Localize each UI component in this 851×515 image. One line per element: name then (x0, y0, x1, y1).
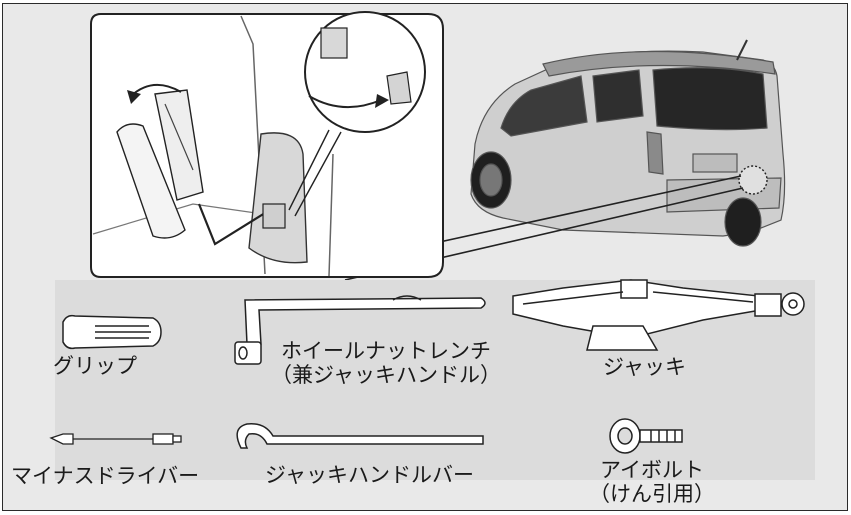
label-wheel-nut-wrench: ホイールナットレンチ （兼ジャッキハンドル） (271, 339, 501, 387)
label-jack: ジャッキ (603, 355, 686, 379)
tool-kit-figure: グリップ ホイールナットレンチ （兼ジャッキハンドル） ジャッキ マイナスドライ… (2, 3, 848, 511)
label-eye-bolt-line1: アイボルト (600, 458, 704, 482)
label-wheel-nut-wrench-line2: （兼ジャッキハンドル） (271, 362, 501, 387)
car-illustration (470, 39, 786, 247)
jack-illustration (512, 279, 805, 351)
label-wheel-nut-wrench-line1: ホイールナットレンチ (280, 339, 491, 363)
flathead-screwdriver-illustration (49, 433, 182, 445)
label-eye-bolt-line2: （けん引用） (589, 481, 715, 506)
label-flathead-screwdriver: マイナスドライバー (11, 464, 200, 488)
installation-inset (90, 11, 444, 278)
tool-kit-artwork (49, 11, 815, 480)
jack-handle-bar-illustration (236, 423, 484, 449)
label-eye-bolt: アイボルト （けん引用） (589, 458, 715, 506)
label-jack-handle-bar: ジャッキハンドルバー (265, 463, 474, 487)
wheel-nut-wrench-illustration (234, 295, 486, 365)
grip-illustration (62, 314, 162, 350)
eye-bolt-illustration (609, 418, 683, 454)
label-grip: グリップ (53, 354, 137, 378)
